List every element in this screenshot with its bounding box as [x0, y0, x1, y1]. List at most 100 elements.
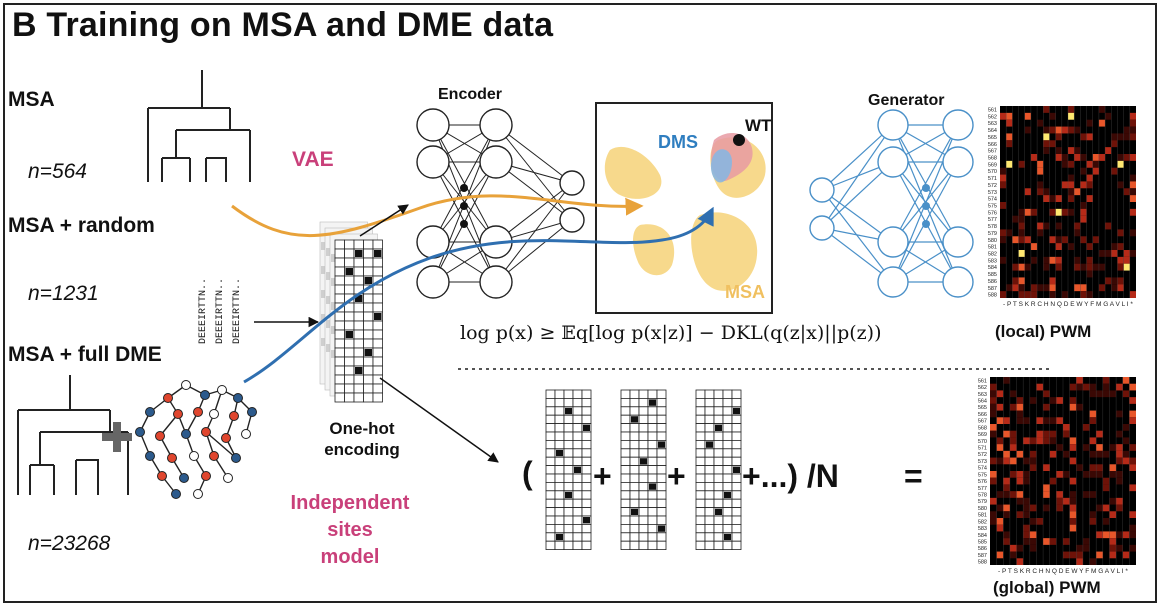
pwm-cell: [1003, 417, 1010, 424]
sum-onehot-cell: [647, 406, 658, 416]
pwm-cell: [1069, 504, 1077, 512]
network-node: [209, 451, 219, 461]
pwm-cell: [1037, 160, 1044, 168]
sum-onehot-cell: [647, 532, 658, 542]
onehot-cell: [363, 266, 374, 277]
sum-onehot-cell: [704, 515, 715, 525]
sum-onehot-cell: [629, 498, 640, 509]
encoder-edge: [432, 124, 497, 243]
pwm-cell: [1116, 544, 1123, 552]
sum-onehot-cell: [695, 524, 706, 534]
sum-onehot-cell: [704, 431, 715, 441]
pwm-cell: [1043, 133, 1050, 141]
pwm-cell: [1068, 160, 1075, 168]
pwm-cell: [1036, 430, 1044, 438]
onehot-cell: [363, 338, 374, 349]
sum-onehot-cell: [572, 490, 583, 500]
sum-onehot-cell: [704, 473, 715, 483]
pwm-cell: [1009, 430, 1017, 438]
pwm-cell: [1129, 397, 1136, 404]
sum-onehot-cell: [563, 465, 574, 475]
pwm-cell: [1069, 497, 1077, 505]
pwm-cell: [1102, 383, 1110, 391]
ellipsis-dot: [460, 220, 468, 228]
sum-onehot-cell: [731, 397, 742, 408]
pwm-cell: [996, 491, 1004, 498]
onehot-cell: [363, 365, 374, 376]
pwm-cell: [1096, 450, 1103, 458]
onehot-cell: [363, 257, 374, 268]
sum-onehot-cell: [629, 465, 640, 475]
sum-onehot-cell: [713, 448, 724, 458]
onehot-cell: [353, 392, 364, 403]
pwm-row-label: 577: [988, 217, 997, 223]
dms-cluster: [710, 149, 732, 183]
pwm-cell: [1111, 284, 1118, 292]
pwm-cell: [1096, 390, 1103, 398]
sum-onehot-cell: [629, 431, 640, 441]
sum-onehot-filled-cell: [658, 525, 665, 532]
pwm-cell: [1009, 551, 1017, 559]
onehot-filled-cell: [355, 250, 363, 257]
onehot-cell: [353, 257, 364, 268]
generator-latent-node: [809, 215, 835, 241]
pwm-cell: [1111, 250, 1118, 257]
pwm-row-label: 582: [978, 519, 987, 525]
onehot-cell: [372, 320, 383, 331]
onehot-cell: [344, 257, 355, 268]
pwm-cell: [1003, 450, 1010, 458]
onehot-cell: [334, 338, 345, 349]
onehot-cell: [372, 302, 383, 313]
sum-onehot-cell: [638, 532, 649, 542]
sum-onehot-cell: [545, 423, 556, 433]
sum-onehot-cell: [572, 406, 583, 416]
pwm-cell: [1129, 208, 1136, 216]
sum-onehot-filled-cell: [733, 466, 740, 473]
global-pwm-label: (global) PWM: [993, 578, 1101, 597]
pwm-cell: [1074, 147, 1081, 154]
pwm-cell: [1092, 167, 1099, 175]
onehot-filled-cell: [374, 250, 382, 257]
pwm-row-label: 576: [988, 210, 997, 216]
pwm-cell: [996, 457, 1004, 465]
pwm-row-label: 562: [988, 114, 997, 120]
plus-icon: [102, 422, 132, 452]
pwm-cell: [1086, 291, 1093, 298]
elbo-equation: log p(x) ≥ 𝔼q[log p(x|z)] − DKL(q(z|x)||…: [460, 322, 882, 344]
pwm-cell: [1089, 511, 1097, 518]
sum-onehot-cell: [713, 515, 724, 525]
pwm-cell: [1043, 504, 1050, 512]
sum-onehot-cell: [722, 515, 733, 525]
sum-onehot-cell: [704, 498, 715, 509]
sum-onehot-cell: [572, 481, 583, 492]
pwm-cell: [1006, 284, 1013, 292]
msa-full-count: n=23268: [28, 532, 111, 555]
sum-onehot-cell: [563, 414, 574, 425]
pwm-cell: [1016, 511, 1024, 518]
pwm-cell: [1102, 484, 1110, 492]
pwm-cell: [1043, 390, 1050, 398]
sum-onehot-cell: [572, 507, 583, 517]
generator-node: [942, 266, 974, 298]
onehot-cell: [344, 284, 355, 295]
sum-onehot-cell: [572, 431, 583, 441]
pwm-cell: [1063, 471, 1070, 478]
onehot-cell: [334, 239, 345, 250]
network-node: [193, 407, 203, 417]
sum-onehot-filled-cell: [724, 491, 731, 499]
pwm-cell: [1109, 511, 1117, 518]
onehot-cell: [334, 383, 345, 394]
sum-onehot-cell: [563, 439, 574, 450]
pwm-cell: [1023, 504, 1030, 512]
pwm-cell: [1030, 243, 1038, 250]
pwm-cell: [1024, 291, 1031, 298]
pwm-cell: [1096, 464, 1103, 471]
sum-onehot-cell: [656, 397, 667, 408]
pwm-cell: [1096, 430, 1103, 438]
pwm-cell: [996, 417, 1004, 424]
onehot-cell: [334, 374, 345, 385]
pwm-cell: [1109, 544, 1117, 552]
pwm-cell: [1016, 397, 1024, 404]
onehot-cell: [344, 320, 355, 331]
onehot-filled-cell: [355, 367, 363, 374]
